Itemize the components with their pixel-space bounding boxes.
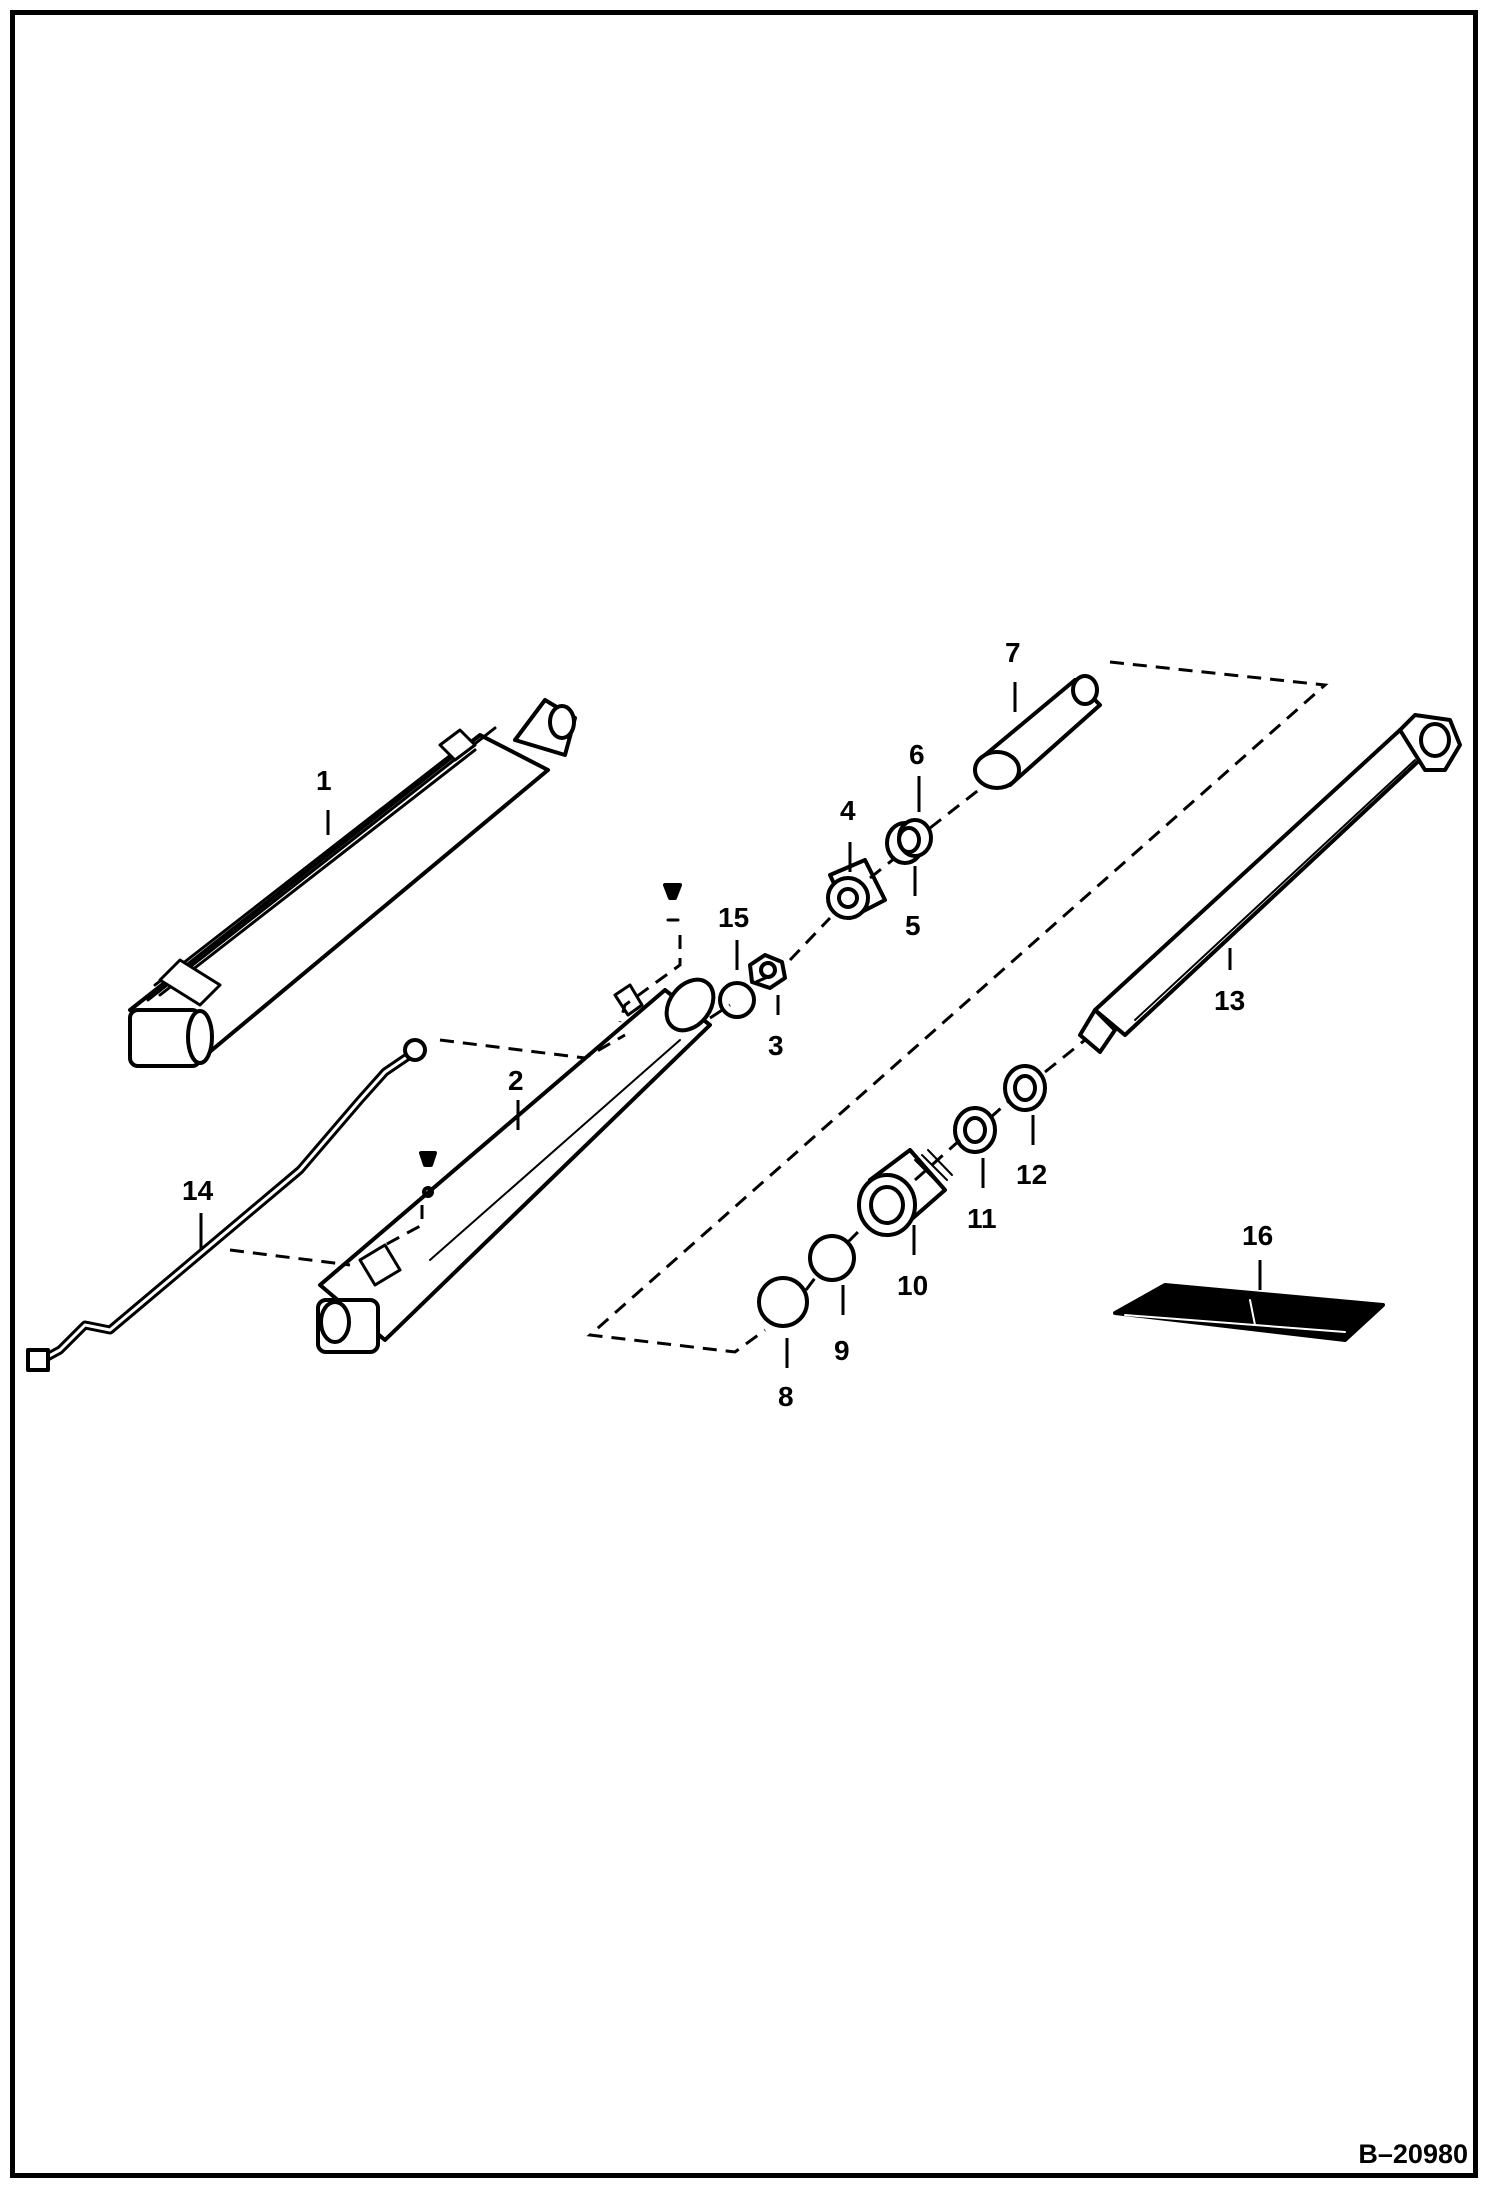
lock-nut <box>748 953 787 990</box>
spacer-tube <box>973 674 1102 790</box>
o-ring <box>718 981 756 1019</box>
callout-6: 6 <box>909 739 925 770</box>
callout-13: 13 <box>1214 985 1245 1016</box>
grease-fitting <box>419 883 682 1198</box>
callout-10: 10 <box>897 1270 928 1301</box>
callout-4: 4 <box>840 795 856 826</box>
o-ring-9 <box>808 1234 856 1282</box>
callout-11: 11 <box>967 1203 997 1234</box>
callout-5: 5 <box>905 910 921 941</box>
rod-seal <box>1003 1064 1047 1112</box>
callout-2: 2 <box>508 1065 524 1096</box>
piston-seal <box>885 818 933 865</box>
callout-7: 7 <box>1005 637 1021 668</box>
decal-kit <box>1113 1283 1385 1342</box>
callout-15: 15 <box>718 902 749 933</box>
callout-3: 3 <box>768 1030 784 1061</box>
gland <box>857 1148 953 1237</box>
cylinder-assembly <box>128 698 577 1068</box>
wiper-seal <box>953 1106 997 1154</box>
page-border <box>10 10 1478 2178</box>
o-ring-8 <box>757 1276 809 1328</box>
callout-14: 14 <box>182 1175 214 1206</box>
callout-16: 16 <box>1242 1220 1273 1251</box>
callout-12: 12 <box>1016 1159 1047 1190</box>
callout-9: 9 <box>834 1335 850 1366</box>
callout-8: 8 <box>778 1381 794 1412</box>
callout-1: 1 <box>316 765 332 796</box>
piston-rod <box>1078 713 1462 1054</box>
cylinder-barrel <box>316 977 716 1354</box>
piston <box>826 858 887 920</box>
figure-reference-number: B–20980 <box>1358 2139 1468 2169</box>
